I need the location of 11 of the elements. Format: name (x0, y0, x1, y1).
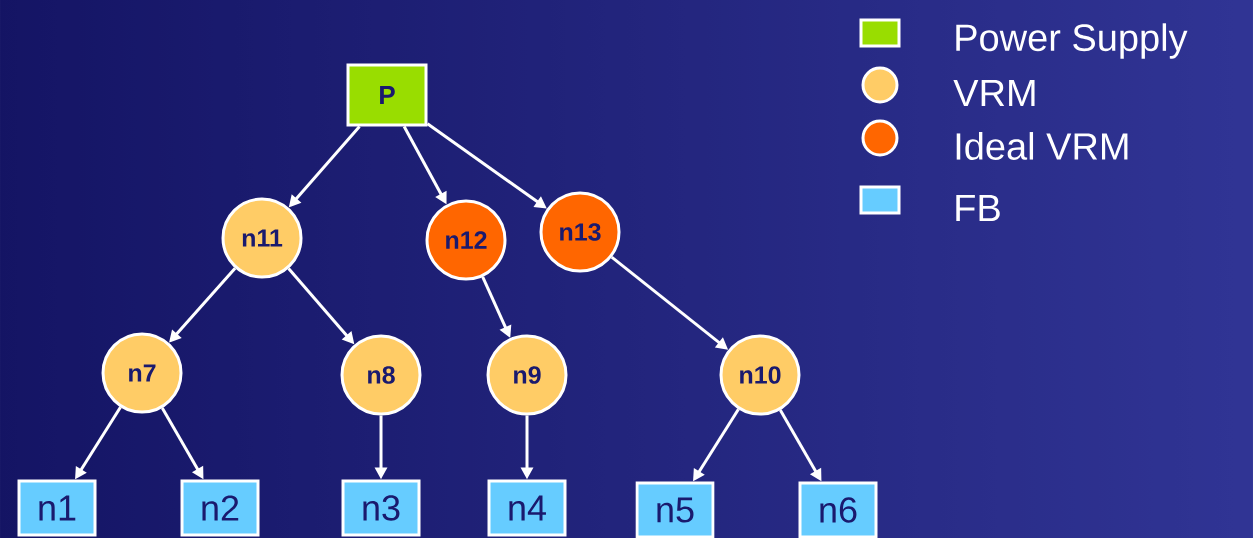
fb-box: n2 (180, 479, 260, 537)
fb-box: n5 (635, 481, 715, 538)
legend-text: FB (956, 194, 1000, 222)
legend-text: Ideal VRM (956, 132, 1128, 160)
power-supply-box: P (346, 63, 428, 127)
fb-box: n6 (798, 481, 878, 538)
fb-box: n3 (341, 479, 421, 537)
legend-text: VRM (953, 79, 1035, 107)
legend-text: Power Supply (956, 23, 1188, 59)
fb-box: n4 (487, 479, 567, 537)
fb-box: n1 (17, 479, 97, 537)
